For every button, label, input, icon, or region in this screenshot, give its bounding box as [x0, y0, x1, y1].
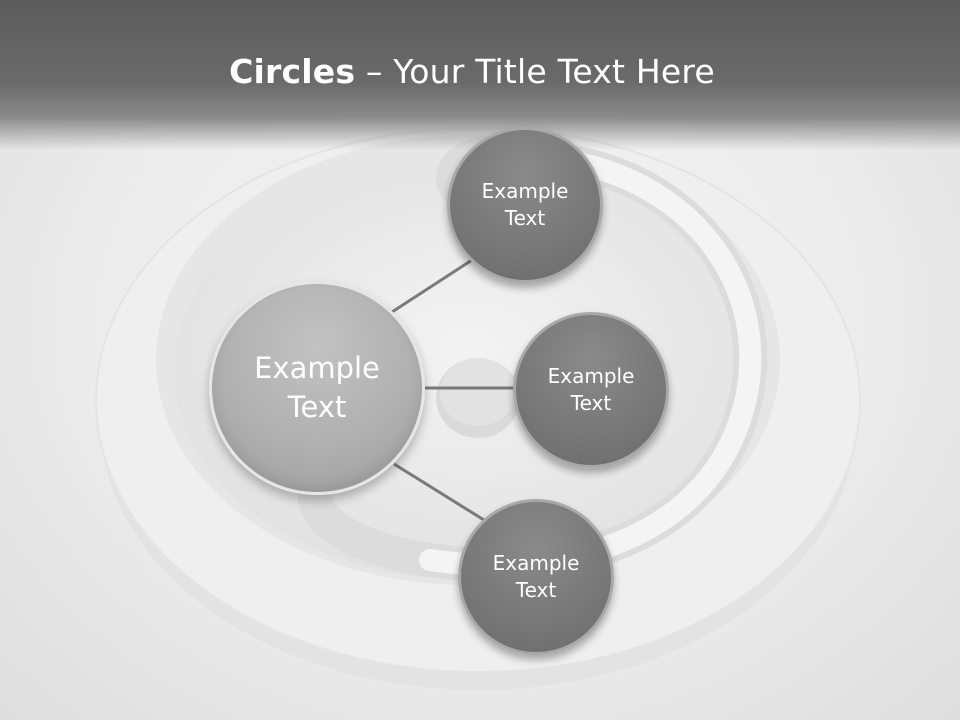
center-label-line1: Example	[254, 350, 380, 385]
title-band	[0, 0, 960, 150]
title-rest: – Your Title Text Here	[355, 52, 715, 91]
node-2-label-line2: Text	[570, 391, 612, 415]
slide-title: Circles – Your Title Text Here	[0, 52, 944, 91]
circle-node-2-label: Example Text	[548, 363, 635, 417]
center-label-line2: Text	[287, 390, 347, 424]
connector-3	[393, 462, 485, 522]
center-circle-label: Example Text	[254, 349, 380, 427]
circle-node-1-label: Example Text	[482, 178, 569, 232]
connector-1	[391, 258, 473, 314]
node-3-label-line1: Example	[492, 551, 580, 575]
circle-node-3-label: Example Text	[493, 550, 580, 604]
title-bold: Circles	[229, 52, 356, 91]
circle-node-2[interactable]: Example Text	[513, 312, 669, 468]
node-1-label-line1: Example	[481, 179, 569, 203]
circle-node-1[interactable]: Example Text	[447, 127, 603, 283]
node-3-label-line2: Text	[515, 578, 557, 602]
circle-node-3[interactable]: Example Text	[458, 499, 614, 655]
center-hub-top	[440, 358, 516, 426]
node-2-label-line1: Example	[547, 364, 635, 388]
node-1-label-line2: Text	[504, 206, 546, 230]
center-circle[interactable]: Example Text	[209, 281, 425, 495]
